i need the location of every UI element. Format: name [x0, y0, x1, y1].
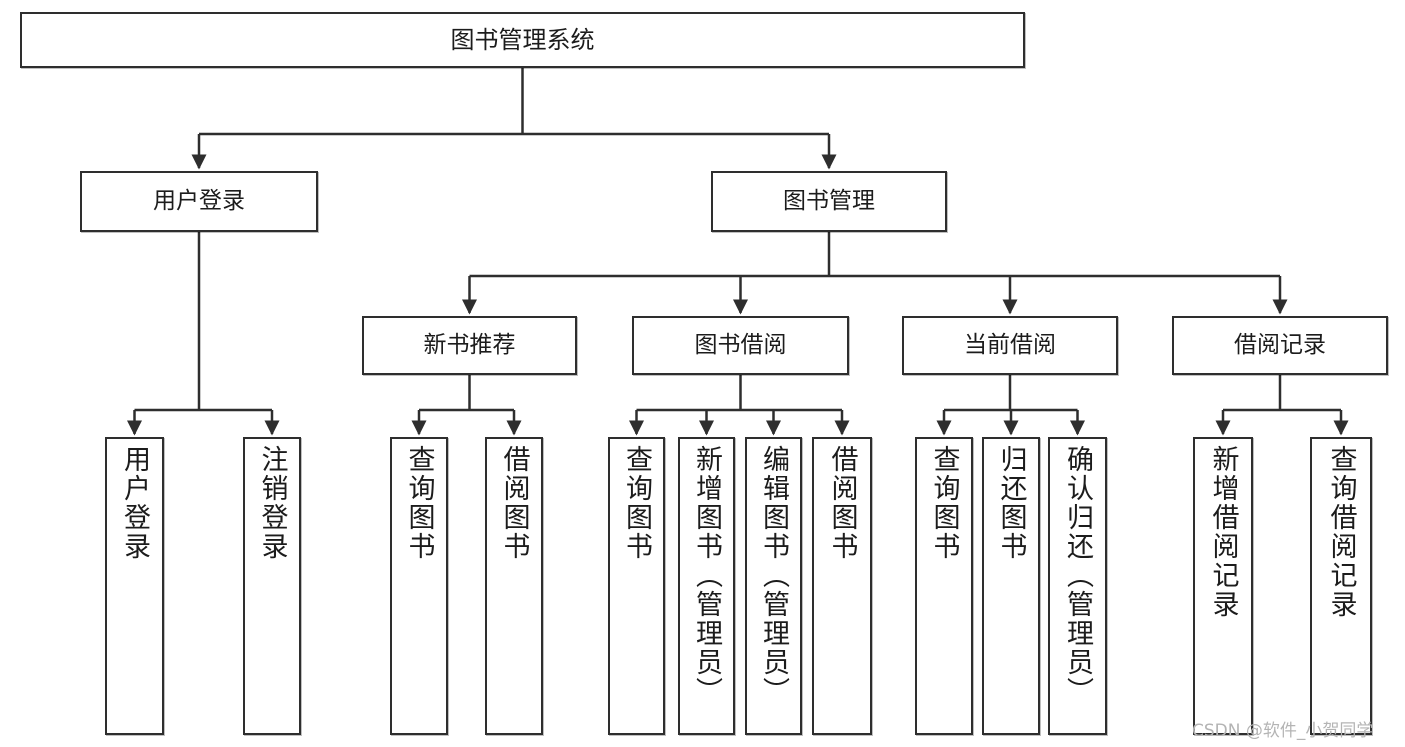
node-new-book-rec[interactable]: 新书推荐 [362, 316, 577, 375]
node-label: 新书推荐 [423, 331, 516, 358]
node-leaf-logout-login[interactable]: 注销登录 [243, 437, 301, 735]
node-label: 新增借阅记录 [1207, 445, 1239, 619]
node-label: 图书管理 [783, 187, 875, 214]
node-label: 查询图书 [621, 445, 652, 561]
node-leaf-edit-book[interactable]: 编辑图书（管理员） [745, 437, 802, 735]
node-leaf-borrow-book-2[interactable]: 借阅图书 [812, 437, 872, 735]
node-leaf-query-book-3[interactable]: 查询图书 [915, 437, 973, 735]
node-current-borrow[interactable]: 当前借阅 [902, 316, 1118, 375]
node-borrow-record[interactable]: 借阅记录 [1172, 316, 1388, 375]
node-label: 查询借阅记录 [1325, 445, 1357, 619]
node-book-borrow[interactable]: 图书借阅 [632, 316, 849, 375]
node-label: 借阅图书 [826, 445, 858, 561]
node-leaf-user-login[interactable]: 用户登录 [105, 437, 164, 735]
node-leaf-query-book-2[interactable]: 查询图书 [608, 437, 665, 735]
node-label: 用户登录 [119, 445, 150, 561]
node-label: 借阅记录 [1234, 331, 1326, 358]
node-leaf-borrow-book-1[interactable]: 借阅图书 [485, 437, 543, 735]
node-label: 图书借阅 [694, 331, 787, 358]
watermark-text: CSDN @软件_小贺同学 [1192, 721, 1374, 741]
node-leaf-query-book-1[interactable]: 查询图书 [390, 437, 448, 735]
node-label: 注销登录 [256, 445, 288, 561]
node-label: 用户登录 [153, 187, 245, 214]
node-book-manage[interactable]: 图书管理 [711, 171, 947, 232]
node-label: 确认归还（管理员） [1062, 445, 1093, 706]
node-leaf-confirm-return[interactable]: 确认归还（管理员） [1048, 437, 1107, 735]
node-label: 查询图书 [403, 445, 435, 561]
node-user-login[interactable]: 用户登录 [80, 171, 318, 232]
node-leaf-query-record[interactable]: 查询借阅记录 [1310, 437, 1372, 735]
node-label: 当前借阅 [964, 331, 1056, 358]
node-leaf-add-record[interactable]: 新增借阅记录 [1193, 437, 1253, 735]
node-root[interactable]: 图书管理系统 [20, 12, 1025, 68]
node-leaf-return-book[interactable]: 归还图书 [982, 437, 1040, 735]
node-label: 图书管理系统 [450, 25, 595, 54]
node-label: 归还图书 [995, 445, 1027, 561]
node-leaf-add-book[interactable]: 新增图书（管理员） [678, 437, 735, 735]
node-label: 借阅图书 [498, 445, 530, 561]
node-label: 查询图书 [928, 445, 960, 561]
node-label: 新增图书（管理员） [691, 445, 722, 706]
node-label: 编辑图书（管理员） [758, 445, 789, 706]
